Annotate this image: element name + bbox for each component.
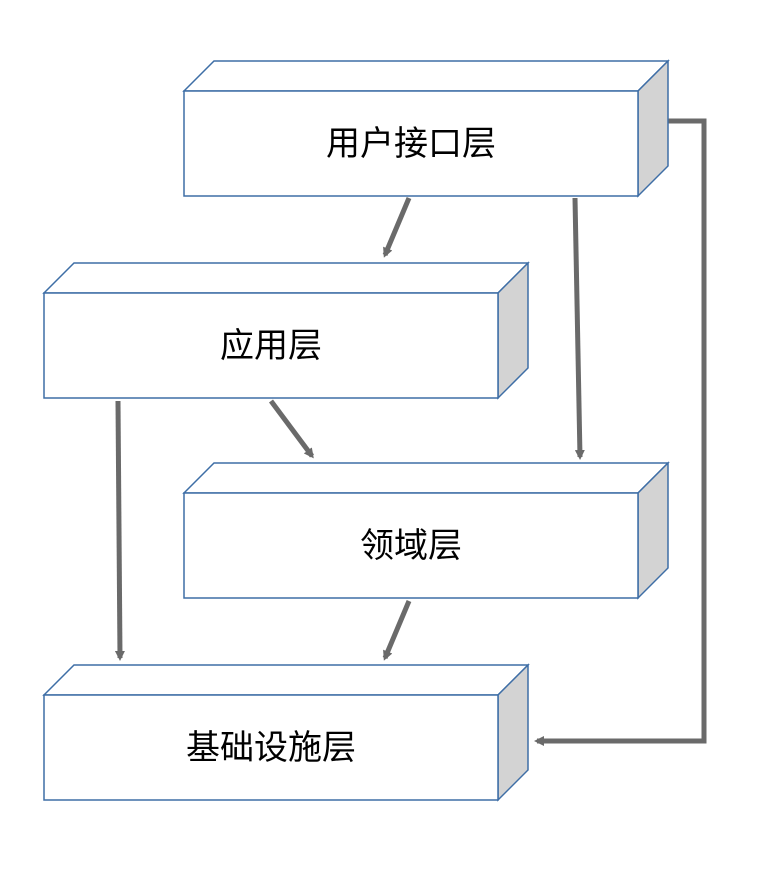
arrow-ui-to-app	[382, 197, 412, 258]
arrow-domain-to-infra	[382, 600, 412, 661]
box-top-face	[42, 262, 530, 294]
box-front-face	[183, 492, 639, 599]
box-top-face	[182, 462, 670, 494]
arrow-ui-to-infra	[534, 118, 707, 746]
layer-label-infra: 基础设施层	[186, 728, 356, 768]
arrow-app-to-domain	[268, 399, 315, 459]
layer-label-app: 应用层	[220, 326, 322, 366]
dependency-arrows	[114, 118, 707, 746]
layer-label-ui: 用户接口层	[326, 124, 496, 164]
arrow-app-to-infra	[114, 400, 125, 661]
layer-box-ui: 用户接口层	[182, 59, 670, 198]
box-top-face	[42, 664, 530, 696]
box-front-face	[43, 694, 499, 801]
box-front-face	[183, 90, 639, 197]
layer-box-app: 应用层	[42, 261, 530, 400]
box-top-face	[182, 60, 670, 92]
layer-label-domain: 领域层	[360, 526, 462, 566]
layer-box-domain: 领域层	[182, 461, 670, 600]
box-front-face	[43, 292, 499, 399]
arrow-ui-to-domain	[572, 197, 585, 460]
layer-box-infra: 基础设施层	[42, 663, 530, 802]
